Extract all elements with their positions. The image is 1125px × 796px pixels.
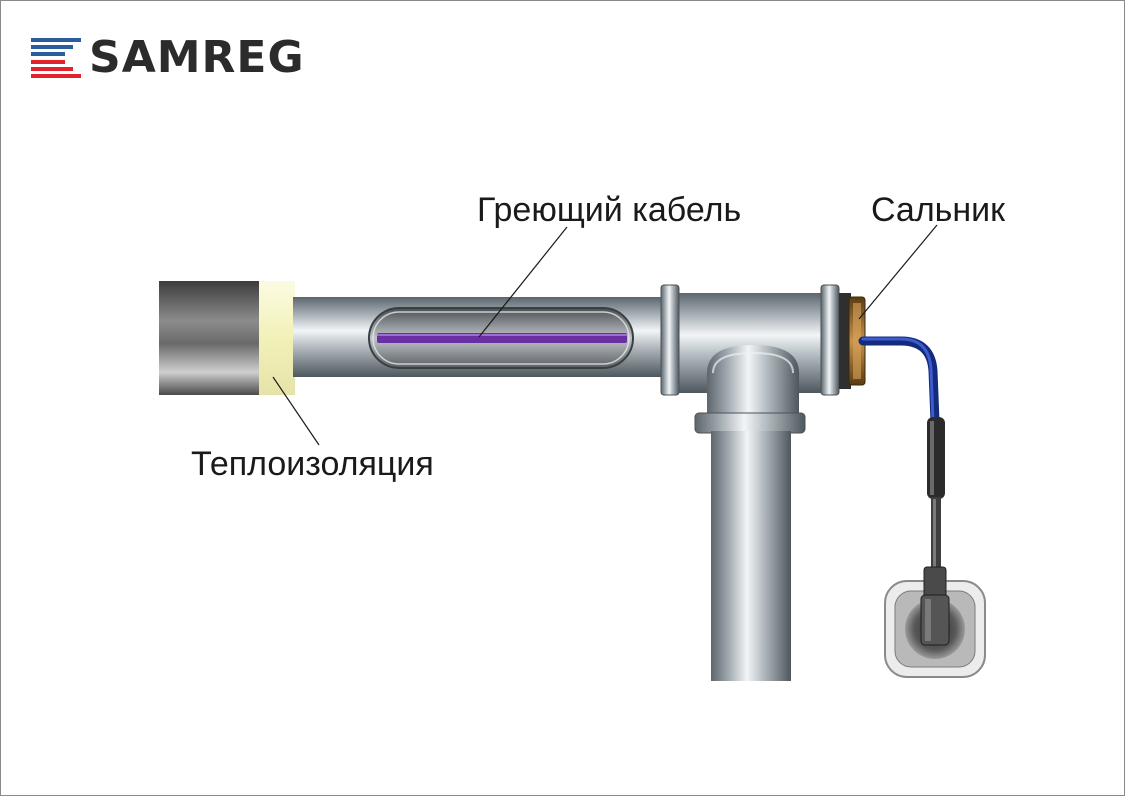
- tee-branch-elbow: [707, 345, 799, 417]
- tee-fitting: [660, 284, 840, 396]
- insulation-cladding: [159, 281, 263, 395]
- samreg-logo: SAMREG: [31, 35, 305, 81]
- power-plug: [920, 566, 950, 646]
- gland-fitting: [839, 293, 866, 389]
- label-gland: Сальник: [871, 191, 1006, 229]
- lower-flange: [694, 412, 806, 434]
- thermal-insulation-layer: [259, 281, 295, 395]
- label-insulation: Теплоизоляция: [191, 445, 434, 483]
- cable-lead: [931, 497, 941, 569]
- leader-lines: [272, 224, 938, 446]
- power-supply-cable: [858, 336, 940, 426]
- leader-line-gland: [858, 224, 938, 320]
- samreg-logo-mark-icon: [31, 38, 81, 78]
- leader-line-heating-cable: [478, 226, 568, 338]
- leader-line-insulation: [272, 376, 320, 446]
- heating-cable-element: [377, 333, 627, 343]
- label-heating-cable: Греющий кабель: [477, 191, 741, 229]
- vertical-pipe: [711, 431, 791, 681]
- cable-coupling-sleeve: [927, 417, 945, 499]
- brand-name: SAMREG: [89, 32, 305, 83]
